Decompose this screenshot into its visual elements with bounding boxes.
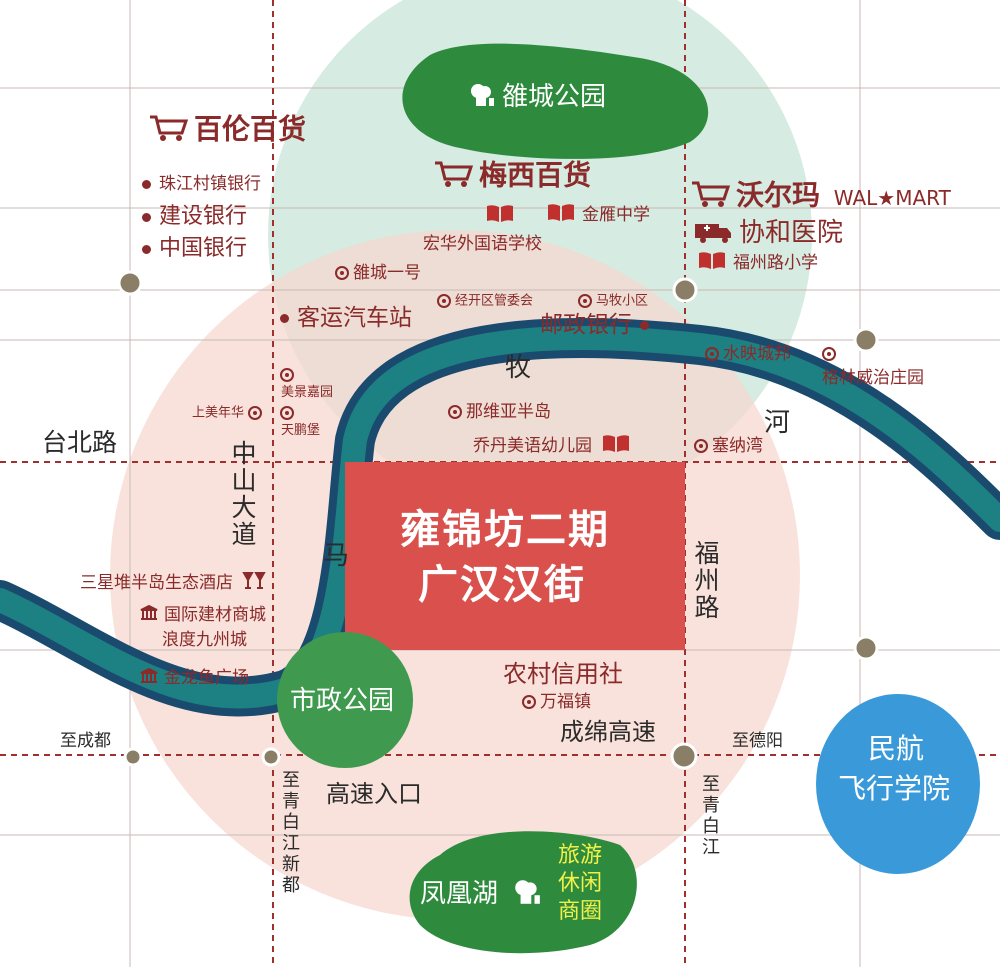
store-bailun: 百伦百货 bbox=[148, 114, 306, 147]
road-to-deyang: 至德阳 bbox=[732, 731, 783, 751]
tree-icon bbox=[512, 878, 542, 911]
river-char-he: 河 bbox=[764, 408, 791, 438]
wine-glass-icon bbox=[242, 571, 267, 595]
junction-nodes bbox=[117, 270, 879, 770]
bullet-icon bbox=[142, 179, 151, 189]
xiehe-hospital: 协和医院 bbox=[693, 218, 843, 249]
shuiying: 水映城邦 bbox=[705, 346, 791, 363]
project-block bbox=[345, 462, 685, 650]
store-meixi: 梅西百货 bbox=[433, 160, 591, 193]
road-to-qingbaijiang-xindu: 至青白江新都 bbox=[279, 770, 300, 896]
wanfu-town: 万福镇 bbox=[522, 694, 591, 711]
store-walmart: 沃尔玛 WAL★MART bbox=[690, 180, 951, 213]
bullet-icon bbox=[142, 244, 151, 254]
location-pin-icon bbox=[694, 439, 708, 453]
jingkai-committee: 经开区管委会 bbox=[437, 294, 533, 308]
shopping-cart-icon bbox=[148, 114, 189, 147]
highway-entry: 高速入口 bbox=[326, 780, 422, 808]
meijing-label: 美景嘉园 bbox=[281, 385, 334, 400]
post-bank: 邮政银行 bbox=[540, 314, 649, 337]
building-icon bbox=[140, 604, 158, 625]
jinlongyu: 金龙鱼广场 bbox=[140, 667, 249, 688]
shangmei: 上美年华 bbox=[192, 406, 266, 420]
book-icon bbox=[601, 434, 631, 458]
bullet-icon bbox=[280, 314, 289, 323]
road-taibei: 台北路 bbox=[42, 428, 118, 457]
shopping-cart-icon bbox=[433, 160, 474, 193]
luocheng-no1: 雒城一号 bbox=[335, 265, 421, 282]
saina: 塞纳湾 bbox=[694, 438, 763, 455]
phoenix-lake-label: 凤凰湖 bbox=[420, 878, 548, 911]
airport-shape bbox=[816, 694, 980, 874]
project-title-line1: 雍锦坊二期 bbox=[400, 507, 610, 553]
naweiya: 那维亚半岛 bbox=[448, 404, 551, 421]
municipal-park-label: 市政公园 bbox=[290, 686, 395, 716]
location-pin-icon bbox=[280, 368, 294, 382]
road-fuzhou: 福州路 bbox=[691, 540, 720, 621]
greenwich-label: 格林威治庄园 bbox=[822, 368, 924, 388]
greenwich bbox=[822, 346, 840, 363]
bank-zhujiang: 珠江村镇银行 bbox=[142, 176, 261, 193]
ambulance-icon bbox=[693, 218, 733, 249]
nongcun-bank: 农村信用社 bbox=[503, 660, 623, 688]
book-icon bbox=[546, 203, 576, 227]
tianpeng bbox=[280, 406, 298, 420]
location-pin-icon bbox=[448, 405, 462, 419]
luocheng-park-label: 雒城公园 bbox=[468, 82, 606, 113]
location-pin-icon bbox=[248, 406, 263, 420]
airport-label-line2: 飞行学院 bbox=[838, 772, 951, 805]
tianpeng-label: 天鹏堡 bbox=[281, 423, 321, 438]
bullet-icon bbox=[142, 212, 151, 222]
sanxingdui-hotel: 三星堆半岛生态酒店 bbox=[80, 571, 272, 595]
municipal-park-shape bbox=[277, 632, 413, 768]
meijing bbox=[280, 368, 298, 382]
shopping-cart-icon bbox=[690, 180, 731, 213]
location-pin-icon bbox=[335, 266, 349, 280]
road-to-qingbaijiang: 至青白江 bbox=[699, 774, 720, 858]
location-pin-icon bbox=[437, 294, 451, 308]
bank-china: 中国银行 bbox=[142, 238, 247, 260]
river-char-ma: 马 bbox=[323, 541, 350, 571]
lake-tag-2: 休闲 bbox=[558, 871, 603, 896]
location-pin-icon bbox=[578, 294, 592, 308]
location-pin-icon bbox=[705, 347, 719, 361]
road-zhongshan: 中山大道 bbox=[228, 440, 257, 548]
bullet-icon bbox=[640, 321, 649, 330]
location-pin-icon bbox=[522, 695, 536, 709]
airport-label-line1: 民航 bbox=[868, 732, 925, 765]
luocheng-park-shape bbox=[402, 43, 709, 159]
jiancai-mall: 国际建材商城 bbox=[140, 604, 266, 625]
road-chengmian: 成绵高速 bbox=[560, 718, 656, 746]
bank-jianshe: 建设银行 bbox=[142, 206, 247, 228]
qiaodan-kindergarten: 乔丹美语幼儿园 bbox=[473, 434, 637, 458]
lake-tag-1: 旅游 bbox=[558, 843, 603, 868]
road-to-chengdu: 至成都 bbox=[60, 731, 111, 751]
fuzhou-school: 福州路小学 bbox=[697, 251, 818, 275]
mamu-community: 马牧小区 bbox=[578, 294, 648, 308]
book-icon-1 bbox=[485, 204, 515, 227]
river-char-mu: 牧 bbox=[505, 353, 532, 383]
bus-station: 客运汽车站 bbox=[280, 307, 412, 330]
location-pin-icon bbox=[822, 347, 836, 361]
tree-icon bbox=[468, 82, 496, 113]
lake-tag-3: 商圈 bbox=[558, 899, 603, 924]
building-icon bbox=[140, 667, 158, 688]
honghua-school: 宏华外国语学校 bbox=[423, 234, 542, 254]
location-pin-icon bbox=[280, 406, 294, 420]
book-icon bbox=[697, 251, 727, 275]
project-title-line2: 广汉汉街 bbox=[418, 562, 586, 608]
jingang-school: 金雁中学 bbox=[546, 203, 650, 227]
langdu: 浪度九州城 bbox=[162, 630, 247, 650]
